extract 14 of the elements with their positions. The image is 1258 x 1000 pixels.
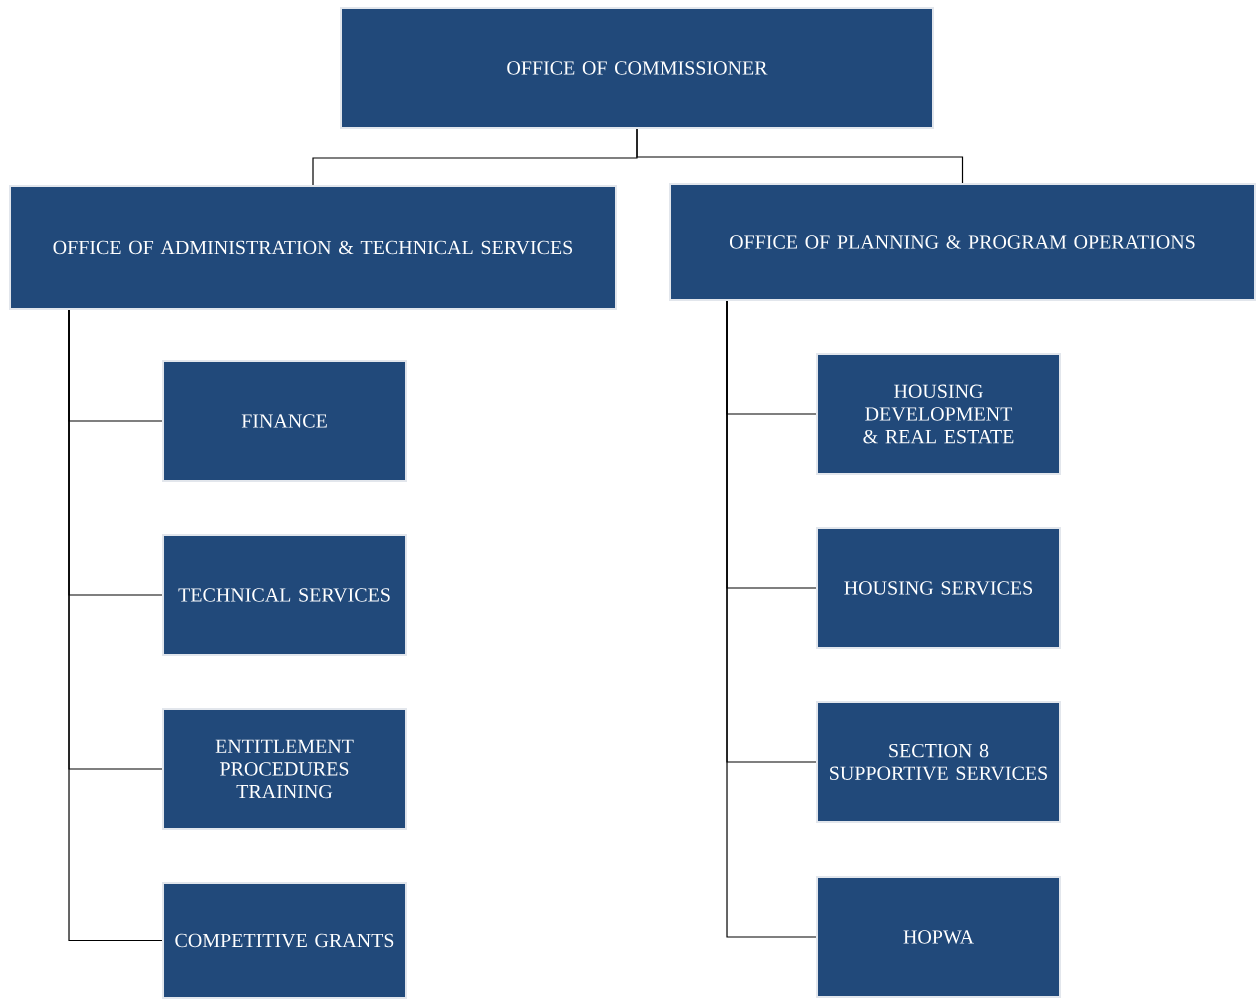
connector-line [636, 128, 964, 184]
org-box: HOUSING DEVELOPMENT & REAL ESTATE [816, 353, 1061, 475]
connector-line [68, 309, 163, 942]
connector-line [726, 300, 817, 938]
org-box: OFFICE OF COMMISSIONER [340, 7, 934, 129]
org-box: HOUSING SERVICES [816, 527, 1061, 649]
org-box: OFFICE OF ADMINISTRATION & TECHNICAL SERVICES [9, 185, 617, 310]
org-box: COMPETITIVE GRANTS [162, 882, 407, 999]
org-box: OFFICE OF PLANNING & PROGRAM OPERATIONS [669, 183, 1256, 301]
org-box: ENTITLEMENT PROCEDURES TRAINING [162, 708, 407, 830]
org-box: SECTION 8 SUPPORTIVE SERVICES [816, 701, 1061, 823]
org-box: TECHNICAL SERVICES [162, 534, 407, 656]
org-box: FINANCE [162, 360, 407, 482]
org-box: HOPWA [816, 876, 1061, 998]
